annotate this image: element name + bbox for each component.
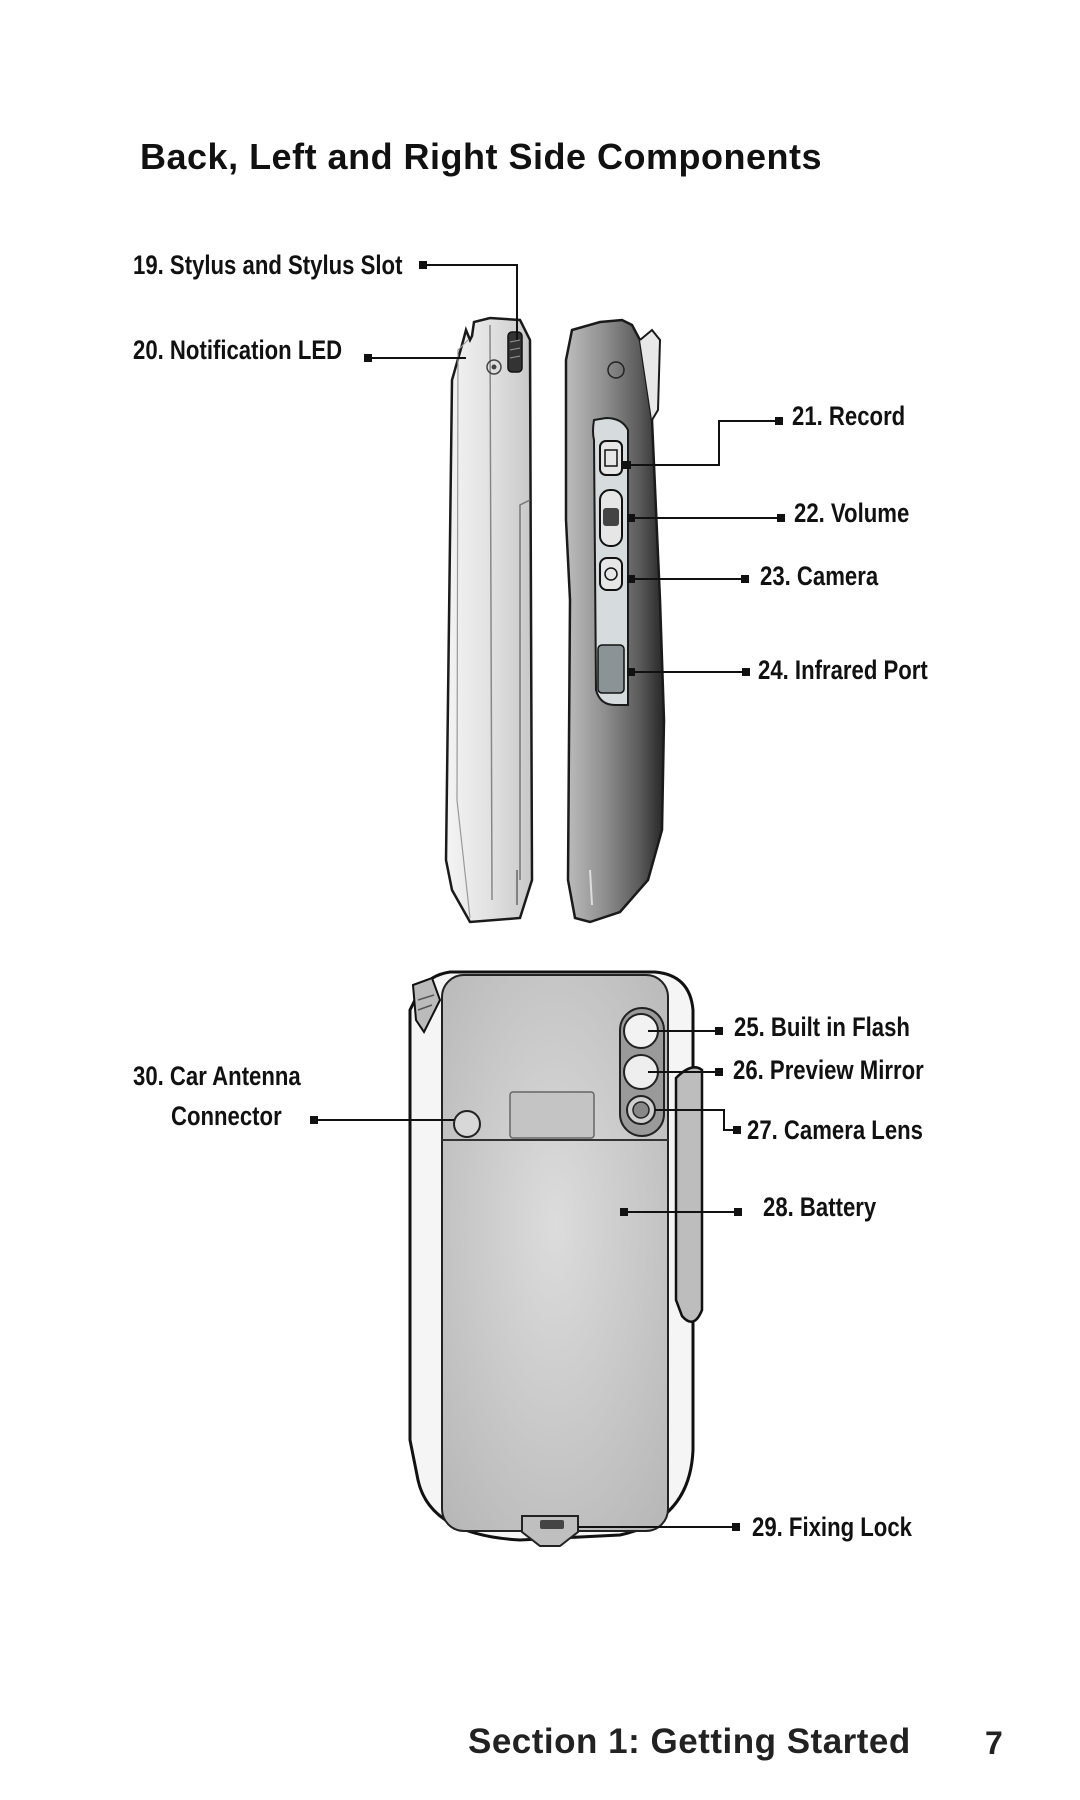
back-view bbox=[408, 970, 704, 1547]
callout-notification-led: 20. Notification LED bbox=[133, 335, 343, 365]
leader-lines bbox=[310, 261, 785, 1531]
record-button-icon bbox=[599, 440, 623, 476]
callout-fixing-lock: 29. Fixing Lock bbox=[752, 1512, 912, 1542]
callout-record: 21. Record bbox=[792, 401, 906, 431]
gear-icon bbox=[607, 361, 625, 379]
infrared-port-icon bbox=[597, 644, 625, 694]
left-side-view bbox=[444, 316, 534, 924]
callout-camera: 23. Camera bbox=[760, 561, 879, 591]
page-title: Back, Left and Right Side Components bbox=[140, 136, 823, 177]
footer-section-title: Section 1: Getting Started bbox=[468, 1722, 911, 1761]
car-antenna-connector-icon bbox=[453, 1110, 481, 1138]
fixing-lock-icon bbox=[521, 1515, 579, 1547]
callout-volume: 22. Volume bbox=[794, 498, 910, 528]
callout-car-antenna-line1: 30. Car Antenna bbox=[133, 1061, 301, 1091]
page-number: 7 bbox=[985, 1725, 1003, 1761]
stylus-slot-icon bbox=[507, 331, 523, 373]
callout-infrared-port: 24. Infrared Port bbox=[758, 655, 928, 685]
notification-led-icon bbox=[486, 359, 502, 375]
callout-battery: 28. Battery bbox=[763, 1192, 877, 1222]
volume-slider-icon bbox=[599, 489, 623, 547]
camera-button-icon bbox=[599, 557, 623, 591]
callout-stylus-slot: 19. Stylus and Stylus Slot bbox=[133, 250, 403, 280]
right-side-view bbox=[564, 318, 666, 924]
callout-car-antenna-line2: Connector bbox=[171, 1101, 282, 1131]
callout-preview-mirror: 26. Preview Mirror bbox=[733, 1055, 924, 1085]
callout-camera-lens: 27. Camera Lens bbox=[747, 1115, 923, 1145]
camera-lens-icon bbox=[626, 1095, 656, 1125]
callout-built-in-flash: 25. Built in Flash bbox=[734, 1012, 910, 1042]
